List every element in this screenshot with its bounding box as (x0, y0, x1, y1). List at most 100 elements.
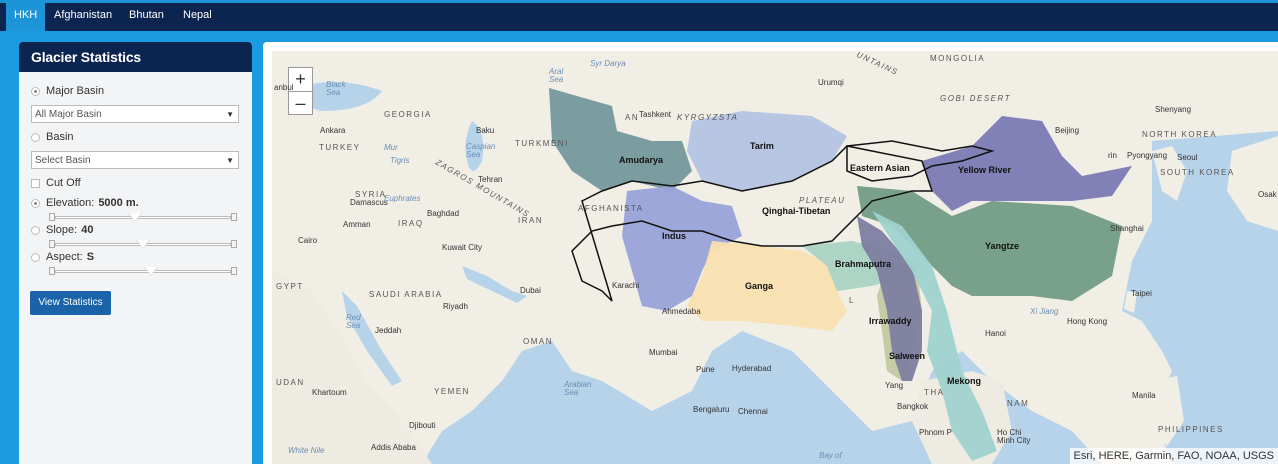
cutoff-option[interactable]: Cut Off (31, 177, 81, 189)
aspect-slider[interactable] (49, 267, 237, 276)
sea-east (1122, 131, 1278, 464)
basin-indus (622, 186, 742, 311)
basin-option[interactable]: Basin (31, 131, 74, 143)
aspect-option[interactable]: Aspect: S (31, 251, 94, 263)
basin-label-yellow-river: Yellow River (958, 165, 1012, 175)
country-label: MONGOLIA (930, 54, 986, 63)
country-label: SAUDI ARABIA (369, 290, 443, 299)
city-label: anbul (274, 83, 294, 92)
country-label: L (849, 296, 855, 305)
river-label: Syr Darya (590, 59, 626, 68)
basin-ganga (687, 241, 847, 331)
river-label: White Nile (288, 446, 325, 455)
elevation-radio[interactable] (31, 198, 40, 208)
tab-afghanistan[interactable]: Afghanistan (54, 9, 113, 21)
city-label: Taipei (1131, 289, 1152, 298)
river-label: Xi Jiang (1030, 307, 1059, 316)
country-label: NORTH KOREA (1142, 130, 1218, 139)
slider-right-handle[interactable] (231, 267, 237, 275)
tab-nepal[interactable]: Nepal (183, 9, 212, 21)
nav-accent-bar (0, 0, 1278, 3)
elevation-value: 5000 m. (98, 197, 139, 209)
country-label: YEMEN (434, 387, 470, 396)
zoom-out-button[interactable]: – (289, 91, 312, 115)
slider-right-handle[interactable] (231, 240, 237, 248)
tab-hkh[interactable]: HKH (6, 0, 46, 31)
country-label: PHILIPPINES (1158, 425, 1224, 434)
city-label: Ankara (320, 126, 346, 135)
basin-yangtze (857, 186, 1122, 301)
basin-salween (857, 216, 922, 381)
country-label: TURKEY (319, 143, 361, 152)
zoom-in-button[interactable]: + (295, 69, 306, 89)
city-label: Shenyang (1155, 105, 1192, 114)
country-label: SOUTH KOREA (1160, 168, 1235, 177)
aspect-radio[interactable] (31, 252, 40, 262)
city-label: Amman (343, 220, 371, 229)
city-label: Jeddah (375, 326, 402, 335)
city-label: Dubai (520, 286, 541, 295)
major-basin-label: Major Basin (46, 85, 105, 97)
river-label: Mur (384, 143, 398, 152)
slider-left-handle[interactable] (49, 267, 55, 275)
country-label: SYRIA (355, 190, 387, 199)
city-label: Djibouti (409, 421, 436, 430)
basin-select[interactable]: Select Basin ▼ (31, 151, 239, 169)
basin-outline-eastern-asian (846, 140, 995, 182)
sea-label: Black Sea (326, 80, 346, 97)
slope-option[interactable]: Slope: 40 (31, 224, 93, 236)
city-label: rin (1108, 151, 1117, 160)
country-label: IRAQ (398, 219, 424, 228)
slider-right-handle[interactable] (231, 213, 237, 221)
sea-label: Caspian Sea (466, 142, 496, 159)
basin-label-irrawaddy: Irrawaddy (869, 316, 912, 326)
elevation-slider[interactable] (49, 213, 237, 222)
map-container: + – Amudarya Tarim Eastern Asian Yellow … (263, 42, 1278, 464)
major-basin-radio[interactable] (31, 86, 40, 96)
panel-title: Glacier Statistics (19, 42, 252, 72)
city-label: Kuwait City (442, 243, 483, 252)
major-basin-option[interactable]: Major Basin (31, 85, 104, 97)
land-japan (1227, 136, 1278, 231)
land-philippines (1152, 376, 1184, 446)
basin-label-amudarya: Amudarya (619, 155, 664, 165)
basin-amudarya (549, 88, 692, 191)
view-statistics-button[interactable]: View Statistics (30, 291, 111, 315)
basemap-svg (272, 51, 1278, 464)
slider-thumb[interactable] (136, 240, 150, 249)
major-basin-select[interactable]: All Major Basin ▼ (31, 105, 239, 123)
slider-thumb[interactable] (144, 267, 159, 276)
basin-label-indus: Indus (662, 231, 686, 241)
country-label: OMAN (523, 337, 553, 346)
country-label: KYRGYZSTA (677, 113, 739, 122)
city-label: Bengaluru (693, 405, 730, 414)
river-label: Tigris (390, 156, 410, 165)
sea-label: Arabian Sea (564, 380, 592, 397)
city-label: Baghdad (427, 209, 460, 218)
aspect-label: Aspect: (46, 251, 83, 263)
slope-slider[interactable] (49, 240, 237, 249)
sea-persian-gulf (462, 266, 527, 303)
slider-left-handle[interactable] (49, 213, 55, 221)
city-label: Riyadh (443, 302, 468, 311)
city-label: Phnom P (919, 428, 952, 437)
sea-black (301, 82, 382, 111)
slider-thumb[interactable] (127, 213, 142, 222)
slider-left-handle[interactable] (49, 240, 55, 248)
basin-radio[interactable] (31, 132, 40, 142)
basin-label-mekong: Mekong (947, 376, 982, 386)
tab-bhutan[interactable]: Bhutan (129, 9, 164, 21)
basin-yellow-river (922, 116, 1132, 211)
city-label: Hyderabad (732, 364, 772, 373)
slope-radio[interactable] (31, 225, 40, 235)
land-korea (1152, 146, 1187, 201)
basin-label-brahmaputra: Brahmaputra (835, 259, 892, 269)
map-attribution: Esri, HERE, Garmin, FAO, NOAA, USGS (1069, 448, 1278, 464)
city-label: Hong Kong (1067, 317, 1108, 326)
map-canvas[interactable]: + – Amudarya Tarim Eastern Asian Yellow … (272, 51, 1278, 464)
zoom-control: + – (288, 67, 313, 115)
elevation-option[interactable]: Elevation: 5000 m. (31, 197, 139, 209)
major-basin-select-value: All Major Basin (35, 109, 102, 120)
sea-label: Red Sea (346, 313, 361, 330)
cutoff-checkbox[interactable] (31, 178, 40, 188)
